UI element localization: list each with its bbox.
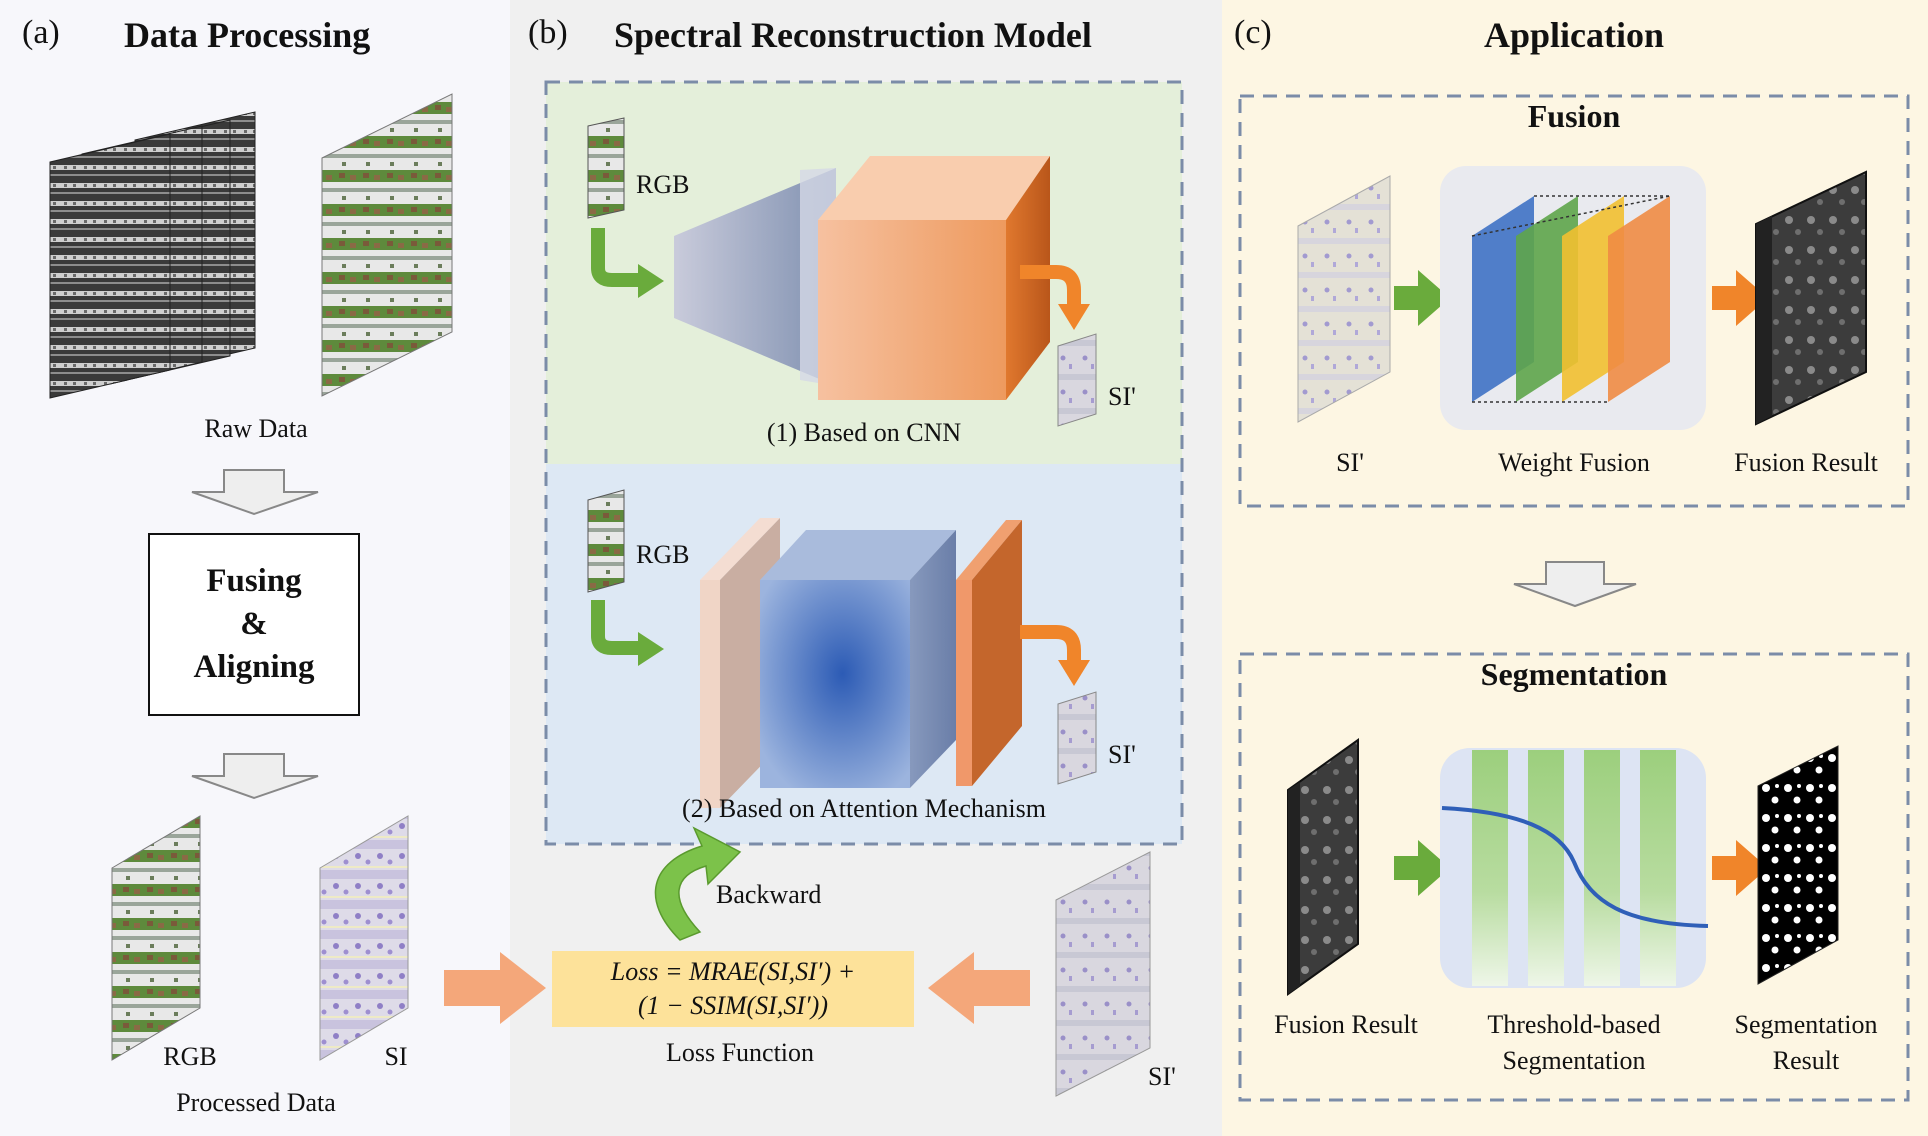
weight-fusion-label: Weight Fusion [1498, 448, 1650, 477]
threshold-curve [1441, 806, 1709, 928]
loss-si-prime-label: SI' [1148, 1062, 1176, 1091]
ampersand-text: & [240, 606, 268, 642]
fusion-title: Fusion [1527, 98, 1621, 134]
cnn-cube [818, 220, 1006, 400]
raw-data-stack [49, 111, 256, 399]
siprime-to-loss-arrow [928, 952, 1030, 1024]
fusion-dashed-frame [1238, 94, 1910, 508]
weight-fusion-layers [1471, 195, 1671, 403]
backward-arrow [654, 826, 742, 941]
backward-label: Backward [716, 880, 822, 909]
attn-si-output [1057, 691, 1097, 785]
cnn-si-label: SI' [1108, 382, 1136, 411]
loss-function-box: Loss = MRAE(SI,SI′) + (1 − SSIM(SI,SI′)) [552, 951, 914, 1027]
panel-b-label: (b) [528, 14, 568, 51]
model-dashed-frame [544, 80, 1184, 846]
fusion-result-image [1755, 170, 1867, 426]
cnn-rgb-input [587, 117, 625, 219]
threshold-label-2: Segmentation [1502, 1046, 1646, 1075]
cnn-rgb-label: RGB [636, 170, 690, 199]
si-to-loss-arrow [444, 952, 546, 1024]
fusion-si-input [1297, 175, 1391, 423]
raw-rgb-image [321, 93, 453, 397]
threshold-label-1: Threshold-based [1487, 1010, 1661, 1039]
attn-green-arrow [591, 600, 640, 655]
loss-function-caption: Loss Function [665, 1038, 815, 1067]
attn-right-slab [956, 580, 972, 786]
panel-c-title: Application [1483, 15, 1665, 55]
down-arrow-2 [191, 753, 319, 800]
attn-left-slab [700, 580, 720, 808]
seg-green-arrow [1394, 840, 1450, 896]
attn-rgb-input [587, 489, 625, 593]
loss-line-1: Loss = MRAE(SI,SI′) + [610, 957, 856, 986]
loss-line-2: (1 − SSIM(SI,SI′)) [638, 991, 828, 1020]
processed-si-image [319, 815, 409, 1061]
seg-result-label-2: Result [1772, 1046, 1840, 1075]
segmentation-result-image [1757, 745, 1839, 985]
fusion-si-label: SI' [1336, 448, 1364, 477]
panel-b-title: Spectral Reconstruction Model [614, 15, 1092, 55]
attn-si-label: SI' [1108, 740, 1136, 769]
cnn-encoder [674, 168, 836, 386]
attn-orange-arrow [1020, 625, 1081, 660]
seg-orange-arrow [1712, 840, 1768, 896]
cnn-si-output [1057, 333, 1097, 427]
processed-rgb-image [111, 815, 201, 1061]
raw-data-caption: Raw Data [204, 414, 308, 443]
fusing-aligning-box: Fusing & Aligning [148, 533, 360, 716]
seg-input-label: Fusion Result [1274, 1010, 1418, 1039]
cnn-caption: (1) Based on CNN [766, 418, 962, 447]
attn-rgb-label: RGB [636, 540, 690, 569]
panel-c-label: (c) [1234, 14, 1272, 51]
seg-result-label-1: Segmentation [1734, 1010, 1878, 1039]
loss-si-prime-image [1055, 851, 1151, 1097]
fusing-text: Fusing [206, 563, 302, 599]
fusion-to-seg-arrow [1513, 561, 1637, 608]
attn-cube [760, 580, 910, 788]
attn-caption: (2) Based on Attention Mechanism [682, 794, 1046, 823]
processed-rgb-label: RGB [163, 1042, 217, 1071]
down-arrow-1 [191, 469, 319, 516]
processed-si-label: SI [384, 1042, 408, 1071]
panel-a-label: (a) [22, 14, 60, 51]
cnn-green-arrow [591, 228, 640, 287]
fusion-result-label: Fusion Result [1734, 448, 1878, 477]
fusion-orange-arrow [1712, 270, 1768, 326]
aligning-text: Aligning [193, 649, 315, 685]
segmentation-title: Segmentation [1480, 656, 1668, 692]
processed-data-caption: Processed Data [176, 1088, 336, 1117]
fusion-green-arrow [1394, 270, 1450, 326]
cnn-orange-arrow [1020, 265, 1081, 306]
segmentation-dashed-frame [1238, 652, 1910, 1102]
panel-a-title: Data Processing [124, 15, 371, 55]
